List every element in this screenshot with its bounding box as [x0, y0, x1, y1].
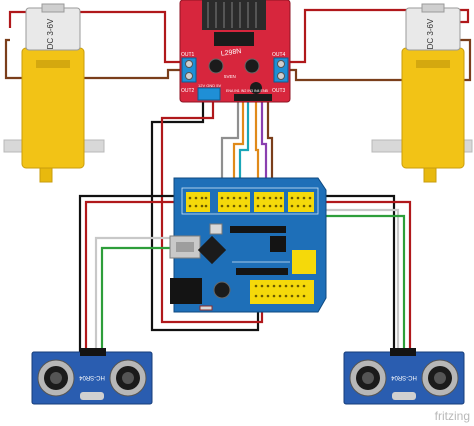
- in4-purple-wire: [260, 100, 268, 205]
- driver-name: L298N: [220, 48, 241, 58]
- right-motor-axle: [423, 167, 437, 183]
- left-sensor-black-wire: [78, 194, 188, 352]
- regulator: [250, 82, 262, 94]
- dc-jack: [170, 278, 202, 304]
- right-motor-cap: [421, 3, 445, 13]
- left-motor-gear-slot: [36, 60, 70, 68]
- in1-orange-wire: [232, 100, 245, 205]
- right-sensor-crystal: [392, 392, 416, 400]
- left-motor-cap: [41, 3, 65, 13]
- power-wires: [150, 100, 264, 332]
- control-pins-label: ENA IN1 IN2 IN3 IN4 ENB: [226, 89, 269, 93]
- shield-capacitor: [213, 281, 231, 299]
- motor-wires: [4, 8, 472, 82]
- header-pins-top: [188, 196, 312, 208]
- left-ultrasonic-sensor: HC-SR04: [31, 348, 153, 405]
- header-block-a: [186, 192, 210, 212]
- sensor-wires: [78, 194, 412, 352]
- right-sensor-header: [390, 348, 416, 356]
- right-sensor-white-wire: [306, 208, 400, 352]
- left-motor: DC 3-6V: [3, 3, 105, 183]
- control-header: [234, 94, 272, 101]
- fritzing-watermark: fritzing: [435, 409, 470, 423]
- power-terminal: [197, 87, 221, 101]
- right-motor-label: DC 3-6V: [426, 18, 435, 49]
- left-motor-red-wire: [8, 10, 182, 64]
- driver-chip: [214, 32, 254, 46]
- capacitor-right: [244, 58, 260, 74]
- right-motor-gear-slot: [416, 60, 450, 68]
- left-sensor-white-wire: [94, 236, 178, 352]
- right-sensor-black-wire: [305, 194, 396, 352]
- icsp-header: [270, 236, 286, 252]
- header-block-right: [292, 250, 316, 274]
- ena-gray-wire: [220, 100, 240, 205]
- right-ultrasonic-sensor: HC-SR04: [343, 348, 465, 405]
- right-motor-brown-wire: [290, 38, 472, 82]
- inner-header-row-2: [236, 268, 288, 275]
- enb-brown-wire: [266, 100, 274, 205]
- left-sensor-red-wire: [84, 200, 192, 352]
- out2-label: OUT2: [181, 88, 195, 94]
- left-motor-label: DC 3-6V: [46, 18, 55, 49]
- heatsink-fins: [207, 2, 257, 28]
- right-sensor-green-wire: [304, 214, 406, 352]
- header-block-c: [254, 192, 284, 212]
- l298n-driver: L298N OUT1 OUT2 OUT3 OUT4 5VEN 12V GND 5…: [179, 0, 291, 103]
- out1-label: OUT1: [181, 52, 195, 58]
- reset-button: [209, 223, 223, 235]
- header-pins-bottom: [254, 284, 306, 298]
- header-block-d: [288, 192, 314, 212]
- left-sensor-label: HC-SR04: [79, 374, 105, 380]
- left-sensor-crystal: [80, 392, 104, 400]
- capacitor-left: [208, 58, 224, 74]
- power-pins-label: 12V GND 5V: [198, 83, 221, 88]
- en-label: 5VEN: [224, 74, 236, 79]
- power-red-wire: [160, 100, 264, 324]
- header-block-b: [218, 192, 250, 212]
- right-sensor-label: HC-SR04: [391, 374, 417, 380]
- left-motor-brown-wire: [4, 38, 182, 80]
- inner-header-row: [230, 226, 286, 233]
- left-motor-axle: [39, 167, 53, 183]
- right-motor-red-wire: [290, 8, 470, 64]
- out3-label: OUT3: [272, 88, 286, 94]
- header-block-bottom: [250, 280, 314, 304]
- shield-resistor: [199, 305, 213, 311]
- arduino-sensor-shield: [169, 177, 327, 313]
- left-sensor-header: [80, 348, 106, 356]
- right-motor: DC 3-6V: [371, 3, 473, 183]
- out4-label: OUT4: [272, 52, 286, 58]
- right-sensor-red-wire: [300, 200, 412, 352]
